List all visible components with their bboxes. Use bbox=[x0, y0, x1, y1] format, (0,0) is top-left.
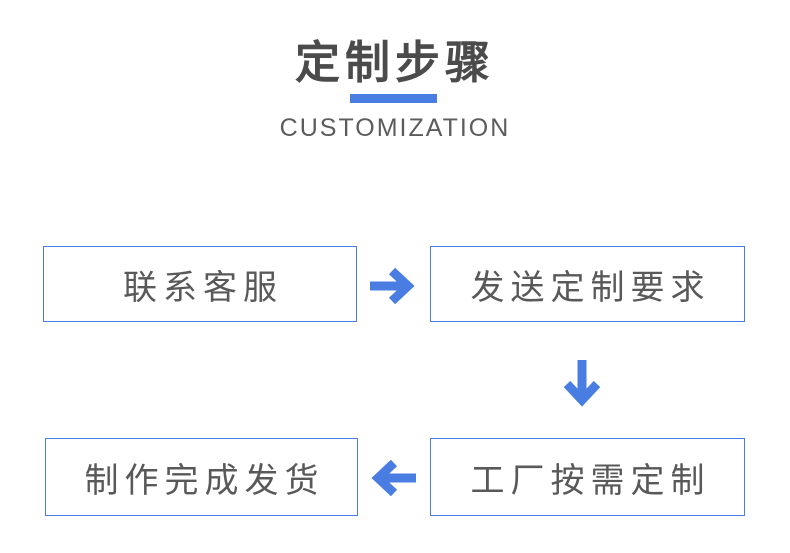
step-box-contact-service: 联系客服 bbox=[43, 246, 357, 322]
step-box-send-requirements: 发送定制要求 bbox=[430, 246, 745, 322]
arrow-down-icon bbox=[563, 360, 601, 407]
step-box-factory-customize: 工厂按需定制 bbox=[430, 438, 745, 516]
arrow-left-icon bbox=[371, 459, 416, 497]
step-box-finish-ship: 制作完成发货 bbox=[45, 438, 358, 516]
arrow-right-icon bbox=[370, 267, 415, 305]
page-title: 定制步骤 bbox=[294, 37, 495, 88]
page-subtitle: CUSTOMIZATION bbox=[279, 114, 511, 142]
title-divider-bar bbox=[350, 94, 437, 103]
